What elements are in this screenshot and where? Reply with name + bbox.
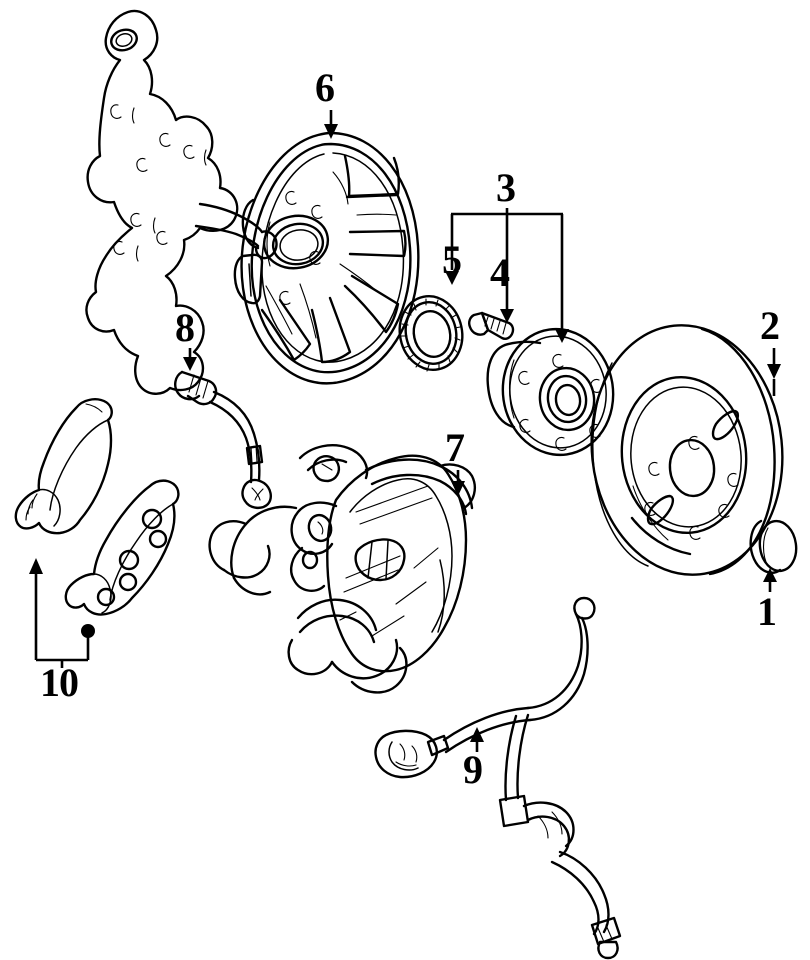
callout-label-9: 9 bbox=[463, 747, 483, 792]
leader-1 bbox=[763, 568, 777, 592]
knuckle-surface-marks bbox=[110, 104, 207, 262]
callout-label-6: 6 bbox=[315, 65, 335, 110]
steering-knuckle-part bbox=[85, 9, 278, 395]
hose-fitting-ribs bbox=[188, 374, 209, 399]
brake-rotor-disc-part bbox=[590, 324, 784, 576]
leader-8 bbox=[183, 348, 197, 371]
callout-label-10: 10 bbox=[40, 660, 79, 705]
caliper-surface-lines bbox=[339, 485, 439, 637]
front-wheel-hub-bearing-part bbox=[486, 327, 615, 457]
rotor-stud-holes bbox=[644, 435, 739, 540]
callout-label-5: 5 bbox=[442, 237, 462, 282]
callout-label-4: 4 bbox=[490, 250, 510, 295]
callout-label-7: 7 bbox=[445, 425, 465, 470]
leader-10-bracket bbox=[29, 558, 95, 668]
abs-tone-ring-part bbox=[398, 295, 464, 372]
brake-caliper-assembly-part bbox=[208, 444, 476, 694]
leader-6 bbox=[324, 110, 338, 139]
callout-label-1: 1 bbox=[757, 589, 777, 634]
hub-retaining-bolt-part bbox=[468, 311, 515, 340]
brake-hydraulic-hose-part bbox=[174, 370, 272, 509]
shield-rivet-marks bbox=[279, 190, 323, 305]
leader-7 bbox=[451, 470, 465, 496]
bolt-threads bbox=[484, 316, 507, 335]
hub-stud-holes bbox=[518, 353, 602, 451]
sensor-head-detail bbox=[395, 743, 418, 767]
leader-3-bracket bbox=[445, 208, 569, 343]
leader-2 bbox=[767, 348, 781, 396]
leader-9 bbox=[470, 727, 484, 752]
callout-label-3: 3 bbox=[496, 165, 516, 210]
tone-ring-teeth bbox=[400, 298, 461, 372]
abs-wheel-speed-sensor-part bbox=[374, 596, 622, 960]
sensor-plug-ribs bbox=[597, 924, 613, 943]
brake-dust-splash-shield-part bbox=[233, 131, 420, 385]
callout-label-2: 2 bbox=[760, 303, 780, 348]
disc-brake-pad-set-part bbox=[14, 398, 180, 616]
outer-pad-backing-ribs bbox=[25, 403, 103, 521]
hose-clamp-ribs bbox=[250, 445, 258, 464]
callout-label-8: 8 bbox=[175, 305, 195, 350]
shield-surface-lines bbox=[265, 171, 397, 339]
